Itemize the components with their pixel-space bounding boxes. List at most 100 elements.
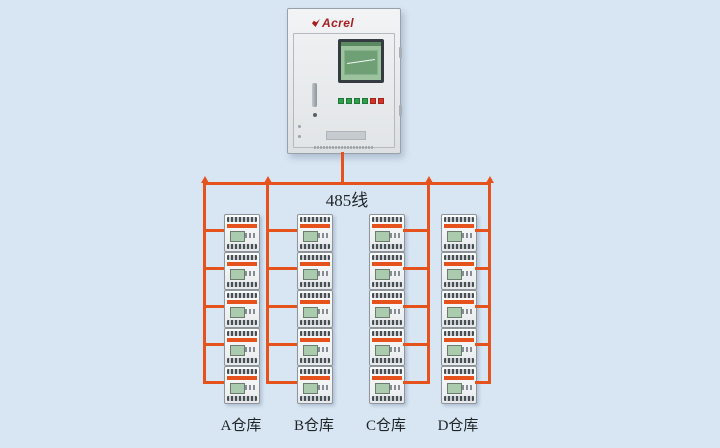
device-connection-wire xyxy=(203,343,224,346)
energy-meter-device xyxy=(441,252,477,290)
device-buttons xyxy=(245,309,255,314)
device-bottom-terminals xyxy=(300,244,330,249)
device-bottom-terminals xyxy=(372,358,402,363)
device-connection-wire xyxy=(403,267,430,270)
energy-meter-device xyxy=(297,290,333,328)
device-lcd xyxy=(447,231,462,242)
lcd-trace-line xyxy=(347,59,375,65)
device-connection-wire xyxy=(475,229,491,232)
energy-meter-device xyxy=(441,214,477,252)
device-buttons xyxy=(462,385,472,390)
device-top-terminals xyxy=(227,217,257,222)
device-lcd xyxy=(230,269,245,280)
bus-label: 485线 xyxy=(325,191,369,210)
bus-arrow-icon xyxy=(486,176,494,183)
device-buttons xyxy=(318,233,328,238)
energy-meter-device xyxy=(224,252,260,290)
cabinet-to-bus-wire xyxy=(341,152,344,183)
device-brand-band xyxy=(444,262,474,266)
device-buttons xyxy=(390,271,400,276)
device-lcd xyxy=(375,269,390,280)
warehouse-label: A仓库 xyxy=(220,418,262,434)
device-lcd xyxy=(303,345,318,356)
device-brand-band xyxy=(300,300,330,304)
device-lcd xyxy=(375,307,390,318)
device-bottom-terminals xyxy=(227,282,257,287)
device-brand-band xyxy=(444,338,474,342)
device-lcd xyxy=(230,383,245,394)
device-buttons xyxy=(390,347,400,352)
device-brand-band xyxy=(227,224,257,228)
device-connection-wire xyxy=(203,381,224,384)
device-bottom-terminals xyxy=(300,358,330,363)
green-button xyxy=(346,98,352,104)
bus-branch-line xyxy=(266,182,269,384)
bus-trunk-line xyxy=(203,182,491,185)
device-connection-wire xyxy=(475,305,491,308)
device-connection-wire xyxy=(403,343,430,346)
device-buttons xyxy=(462,271,472,276)
device-brand-band xyxy=(300,338,330,342)
device-lcd xyxy=(230,231,245,242)
bus-arrow-icon xyxy=(425,176,433,183)
energy-meter-device xyxy=(224,366,260,404)
device-bottom-terminals xyxy=(372,244,402,249)
device-bottom-terminals xyxy=(227,320,257,325)
device-top-terminals xyxy=(372,255,402,260)
device-buttons xyxy=(390,233,400,238)
device-lcd xyxy=(375,345,390,356)
energy-meter-device xyxy=(369,214,405,252)
red-indicator xyxy=(378,98,384,104)
device-brand-band xyxy=(300,224,330,228)
warehouse-label: B仓库 xyxy=(293,418,334,434)
energy-meter-device xyxy=(369,252,405,290)
device-top-terminals xyxy=(300,217,330,222)
bus-branch-line xyxy=(203,182,206,384)
device-buttons xyxy=(318,271,328,276)
lcd-display xyxy=(341,42,381,80)
bus-arrow-icon xyxy=(201,176,209,183)
device-top-terminals xyxy=(444,217,474,222)
energy-meter-device xyxy=(297,366,333,404)
device-bottom-terminals xyxy=(227,396,257,401)
cabinet-button-row xyxy=(338,98,384,104)
device-buttons xyxy=(462,233,472,238)
device-connection-wire xyxy=(403,229,430,232)
device-top-terminals xyxy=(227,293,257,298)
bus-arrow-icon xyxy=(264,176,272,183)
green-button xyxy=(362,98,368,104)
device-connection-wire xyxy=(403,381,430,384)
device-bottom-terminals xyxy=(444,282,474,287)
device-bottom-terminals xyxy=(300,320,330,325)
device-lcd xyxy=(375,383,390,394)
device-top-terminals xyxy=(300,293,330,298)
device-top-terminals xyxy=(444,255,474,260)
device-brand-band xyxy=(227,262,257,266)
device-brand-band xyxy=(444,376,474,380)
device-lcd xyxy=(447,307,462,318)
device-brand-band xyxy=(372,376,402,380)
device-buttons xyxy=(462,347,472,352)
device-lcd xyxy=(303,269,318,280)
energy-meter-device xyxy=(441,290,477,328)
device-buttons xyxy=(318,385,328,390)
device-lcd xyxy=(230,307,245,318)
device-connection-wire xyxy=(266,381,297,384)
energy-meter-device xyxy=(224,214,260,252)
device-brand-band xyxy=(227,300,257,304)
bus-branch-line xyxy=(427,182,430,384)
device-bottom-terminals xyxy=(444,396,474,401)
device-buttons xyxy=(462,309,472,314)
bus-branch-line xyxy=(488,182,491,384)
device-top-terminals xyxy=(227,369,257,374)
device-buttons xyxy=(245,233,255,238)
lcd-chart-area xyxy=(344,50,378,75)
device-top-terminals xyxy=(444,369,474,374)
energy-meter-device xyxy=(369,328,405,366)
energy-meter-device xyxy=(441,366,477,404)
red-button xyxy=(370,98,376,104)
device-bottom-terminals xyxy=(372,320,402,325)
device-top-terminals xyxy=(300,369,330,374)
device-top-terminals xyxy=(444,293,474,298)
